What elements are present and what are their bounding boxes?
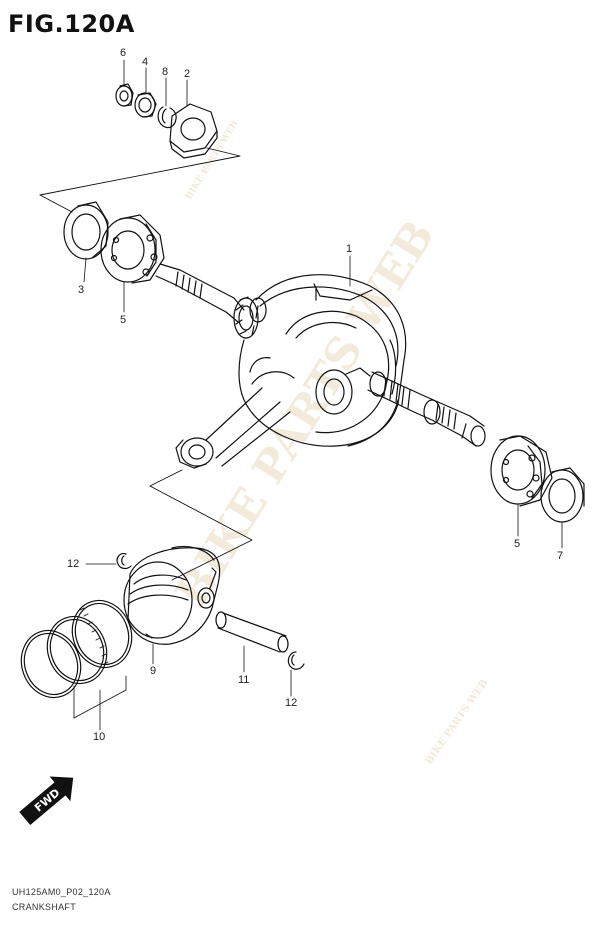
callout-9: 9 — [150, 665, 157, 677]
callout-10: 10 — [93, 731, 106, 743]
callout-11: 11 — [238, 674, 250, 686]
leader-bracket-middle — [149, 469, 253, 581]
footer-code: UH125AM0_P02_120A — [12, 887, 111, 897]
oil-seal-part-6 — [115, 83, 134, 107]
watermark-bottom: BIKE PARTS WEB — [423, 678, 490, 767]
leader-lines — [73, 59, 563, 731]
ball-bearing-part-5-left — [100, 214, 165, 284]
callout-3: 3 — [78, 284, 85, 296]
callout-2: 2 — [184, 68, 191, 80]
circlip-part-12-bottom — [287, 651, 305, 670]
bearing-part-4 — [134, 92, 157, 118]
crankshaft-web — [238, 274, 407, 447]
crankshaft-right-shaft — [367, 371, 486, 447]
circlip-part-8 — [157, 106, 177, 129]
oil-seal-part-7 — [540, 467, 585, 523]
leader-bracket-top — [39, 147, 241, 196]
footer-name: CRANKSHAFT — [12, 902, 77, 912]
connecting-rod — [175, 371, 295, 469]
circlip-part-12-top — [116, 553, 132, 570]
crankshaft-left-shaft — [155, 263, 267, 339]
callout-4: 4 — [142, 56, 149, 68]
piston-pin-part-11 — [215, 611, 289, 653]
callout-6: 6 — [120, 47, 127, 59]
watermark-large: BIKE PARTS WEB — [166, 212, 445, 616]
callout-12-top: 12 — [67, 558, 80, 570]
piston-part-9 — [123, 545, 221, 645]
piston-rings-part-10 — [20, 599, 133, 699]
watermark-top: BIKE PARTS WEB — [184, 119, 241, 202]
figure-title: FIG.120A — [8, 10, 135, 38]
hex-nut-part-2 — [169, 103, 218, 159]
callout-5-right: 5 — [514, 538, 521, 550]
callout-7: 7 — [557, 550, 564, 562]
callout-5-left: 5 — [120, 314, 127, 326]
callout-8: 8 — [162, 66, 169, 78]
fwd-arrow-icon: FWD — [19, 776, 74, 825]
callout-1: 1 — [346, 243, 353, 255]
ball-bearing-part-5-right — [490, 435, 553, 507]
callout-12-bottom: 12 — [285, 697, 298, 709]
